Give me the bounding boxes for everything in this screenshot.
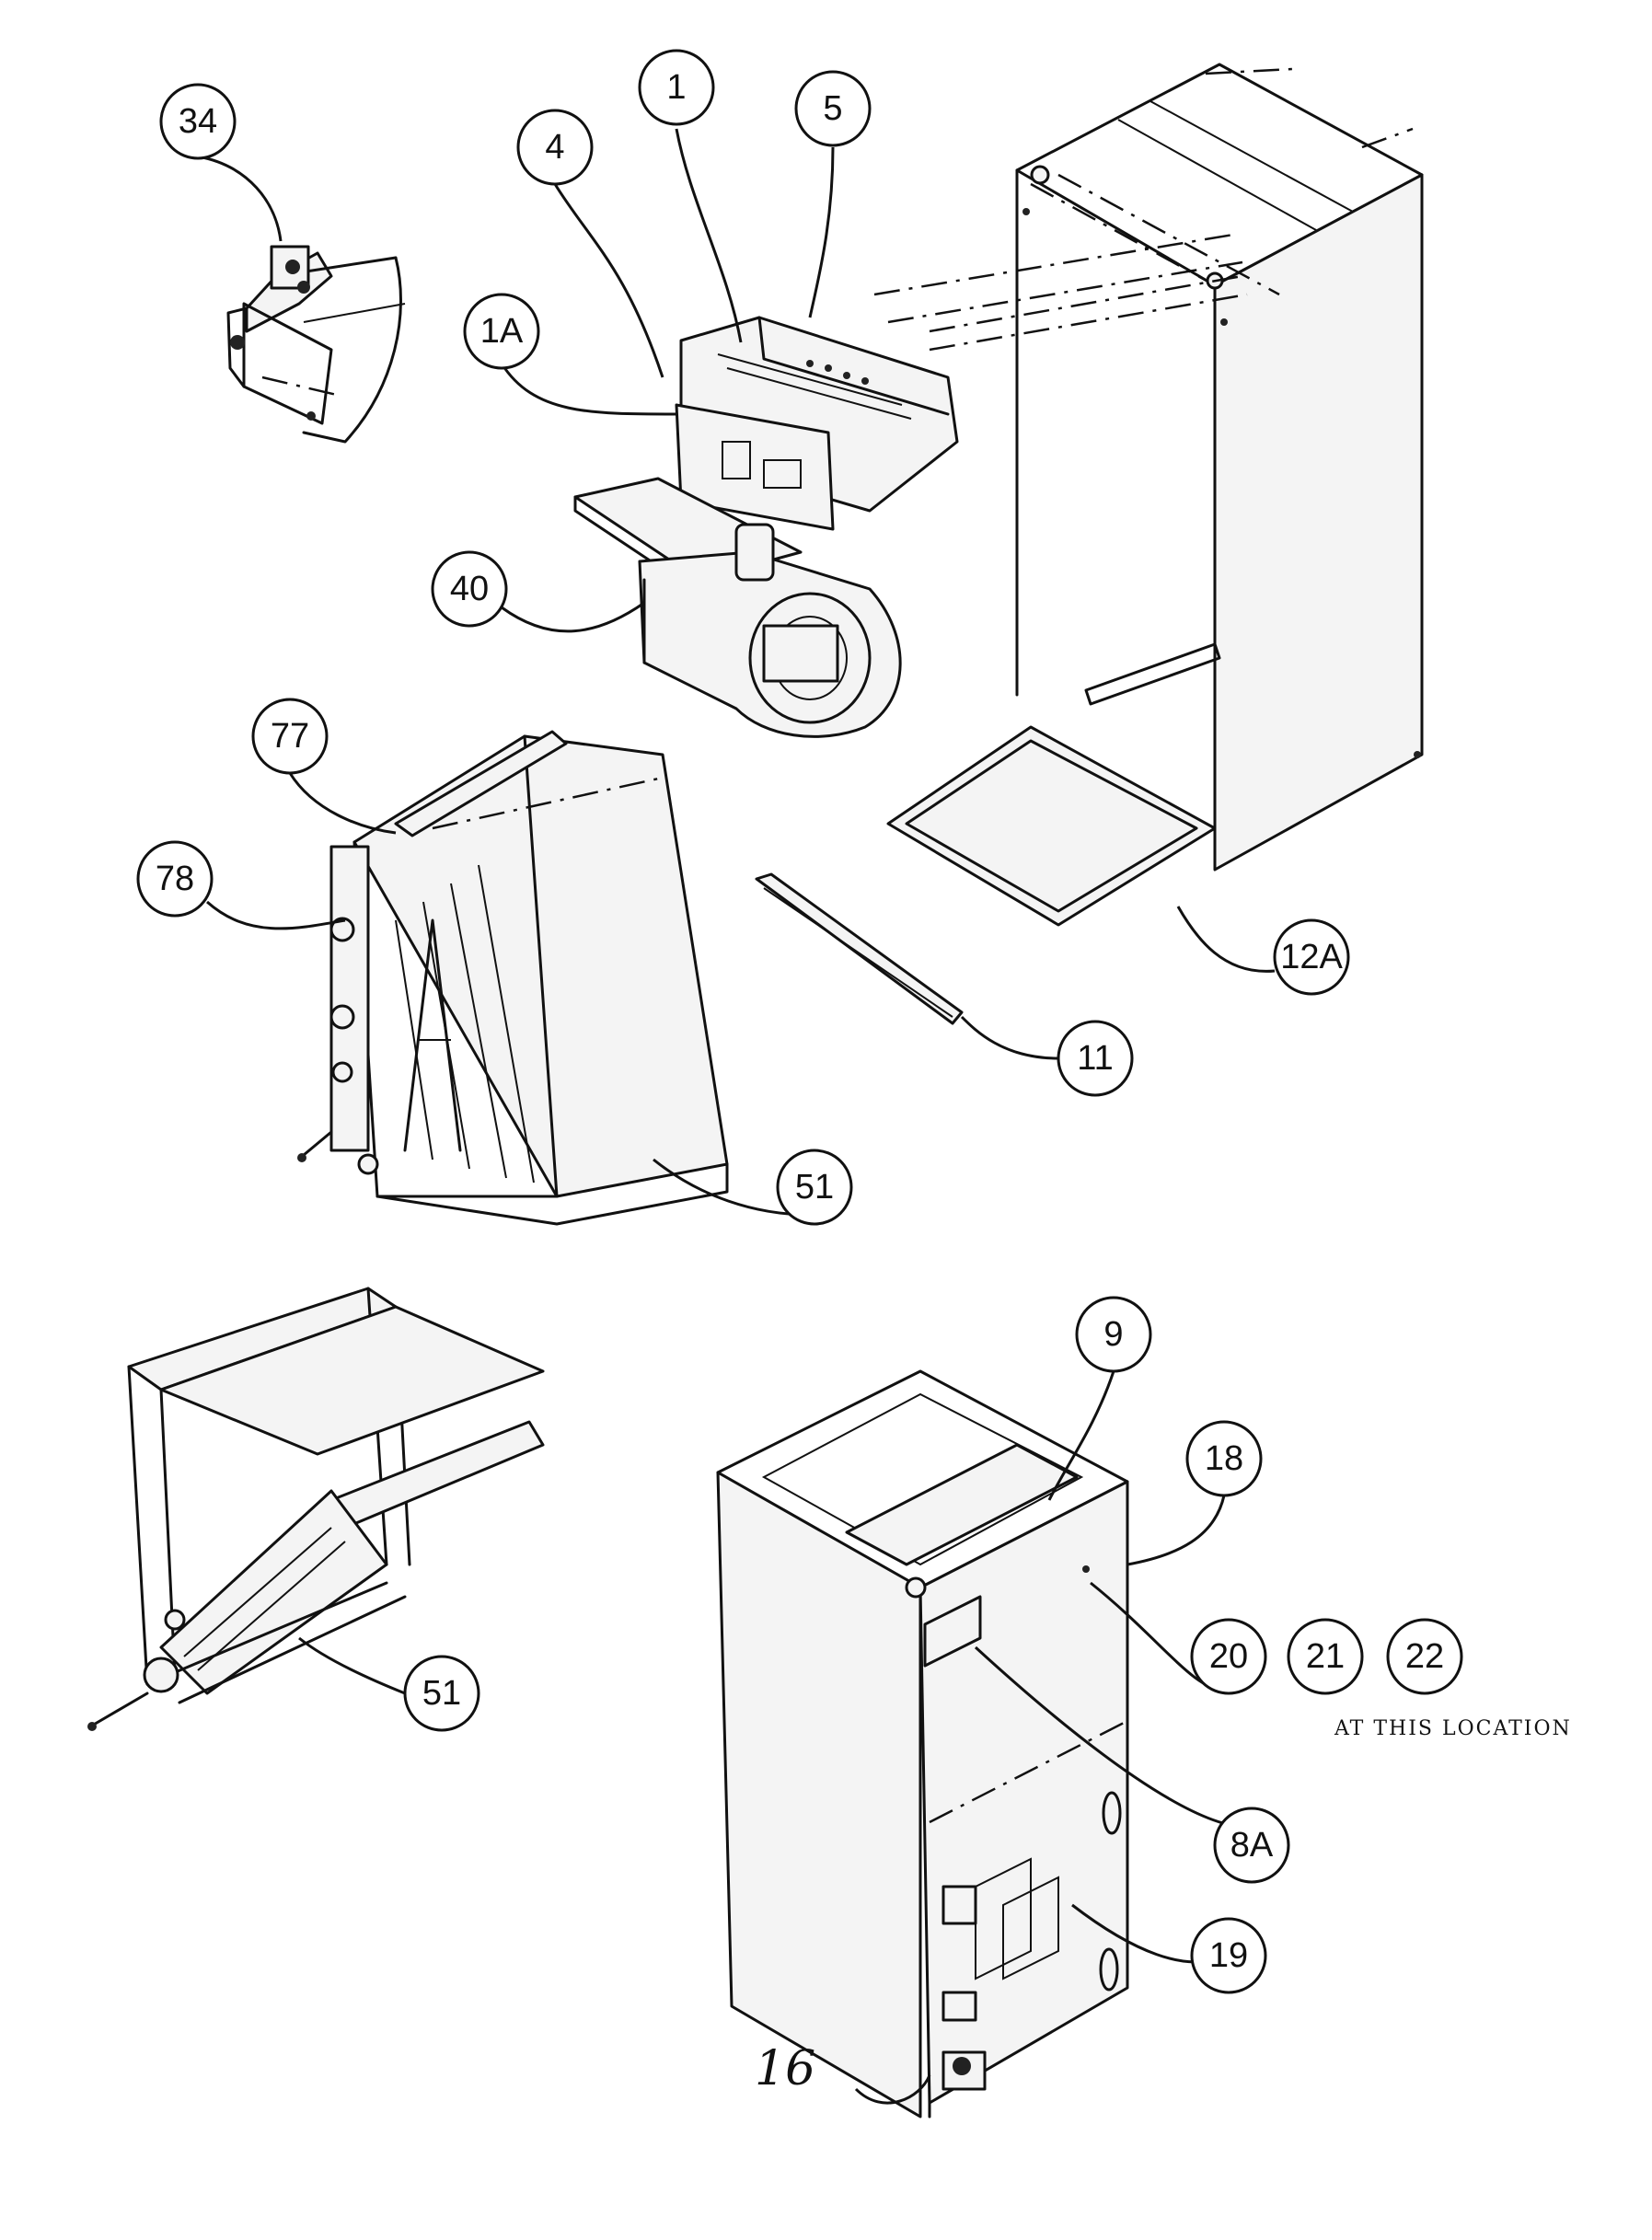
callout-4: 4	[516, 109, 594, 186]
callout-1: 1	[638, 49, 715, 126]
location-note: AT THIS LOCATION	[1334, 1717, 1572, 1740]
callout-1a: 1A	[463, 293, 540, 370]
callout-34: 34	[159, 83, 237, 160]
callout-40: 40	[431, 550, 508, 628]
callout-78: 78	[136, 840, 214, 918]
svg-text:18: 18	[1205, 1439, 1243, 1478]
svg-text:22: 22	[1405, 1637, 1444, 1676]
part-34-terminal-bracket	[226, 245, 406, 444]
svg-text:77: 77	[271, 717, 309, 756]
svg-text:11: 11	[1077, 1039, 1113, 1078]
svg-text:40: 40	[450, 570, 489, 608]
part-51-slab-coil	[87, 1287, 545, 1731]
svg-text:78: 78	[156, 860, 194, 898]
cabinet-upper	[873, 63, 1424, 927]
svg-text:5: 5	[823, 89, 842, 128]
callout-8a: 8A	[1213, 1807, 1290, 1884]
svg-text:9: 9	[1103, 1315, 1123, 1354]
svg-text:19: 19	[1209, 1936, 1248, 1975]
blower-assembly	[573, 316, 959, 738]
callout-20: 20	[1190, 1618, 1267, 1695]
svg-text:21: 21	[1306, 1637, 1345, 1676]
svg-text:1A: 1A	[480, 312, 524, 351]
callout-19: 19	[1190, 1917, 1267, 1994]
cabinet-assembled	[716, 1369, 1129, 2119]
svg-text:34: 34	[179, 102, 217, 141]
callout-9: 9	[1075, 1296, 1152, 1373]
svg-text:8A: 8A	[1230, 1826, 1274, 1865]
callout-21: 21	[1287, 1618, 1364, 1695]
callout-12a: 12A	[1273, 918, 1350, 996]
svg-text:1: 1	[666, 68, 686, 107]
callout-51-upper: 51	[776, 1149, 853, 1226]
svg-text:51: 51	[422, 1674, 461, 1713]
svg-text:4: 4	[545, 128, 564, 167]
callout-5: 5	[794, 70, 872, 147]
part-11-filter-rail	[755, 872, 964, 1025]
callout-18: 18	[1185, 1420, 1263, 1497]
svg-text:20: 20	[1209, 1637, 1248, 1676]
callout-77: 77	[251, 698, 329, 775]
callout-16-handwritten: 16	[755, 2041, 815, 2096]
callout-11: 11	[1057, 1020, 1134, 1097]
callout-51-lower: 51	[403, 1655, 480, 1732]
svg-text:51: 51	[795, 1168, 834, 1207]
part-51-a-coil	[297, 730, 729, 1226]
callout-22: 22	[1386, 1618, 1463, 1695]
svg-text:12A: 12A	[1280, 938, 1343, 976]
